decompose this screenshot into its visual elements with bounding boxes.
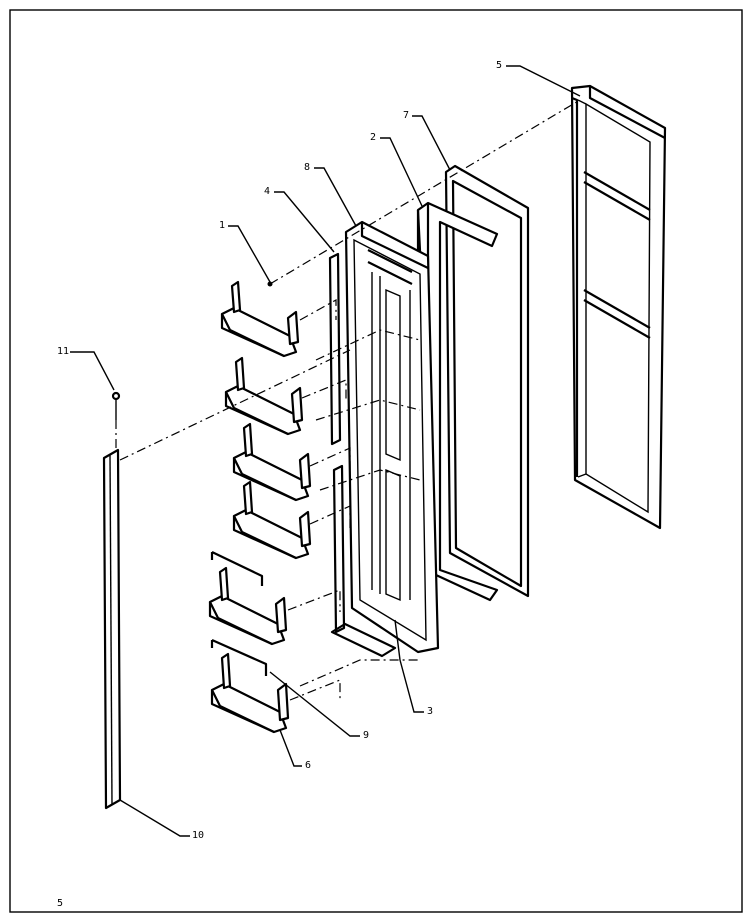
leader-2 xyxy=(380,137,423,207)
callout-6: 6 xyxy=(305,760,312,771)
leader-6 xyxy=(279,729,302,767)
leader-9 xyxy=(269,671,360,737)
callout-11: 11 xyxy=(57,346,70,357)
callout-5: 5 xyxy=(496,60,503,71)
screw-part xyxy=(111,391,121,420)
door-gasket xyxy=(444,164,530,598)
leader-7 xyxy=(412,115,451,171)
callout-3: 3 xyxy=(427,706,434,717)
door-outer-panel xyxy=(570,84,667,530)
door-bin-6 xyxy=(210,638,290,734)
leader-5 xyxy=(506,65,581,97)
leader-10 xyxy=(119,799,190,837)
leader-4 xyxy=(274,191,335,253)
door-bin-2 xyxy=(224,356,304,436)
page-border xyxy=(9,9,743,913)
leader-lines xyxy=(70,65,581,837)
inner-door-panel xyxy=(344,220,440,654)
callout-1: 1 xyxy=(219,220,226,231)
door-bins xyxy=(208,280,312,734)
leader-3 xyxy=(399,659,424,713)
callout-8: 8 xyxy=(304,162,311,173)
page-mark: 5 xyxy=(57,898,64,909)
leader-1 xyxy=(228,225,271,283)
callout-10: 10 xyxy=(192,830,205,841)
door-bin-5 xyxy=(208,551,288,646)
door-bin-3 xyxy=(232,422,312,502)
callout-2: 2 xyxy=(370,132,377,143)
door-bin-4 xyxy=(232,480,312,560)
leader-8 xyxy=(314,167,357,227)
callout-7: 7 xyxy=(403,110,410,121)
bottom-rail xyxy=(330,619,401,661)
leader-11 xyxy=(70,351,115,391)
assembly-lines xyxy=(115,99,581,701)
callout-9: 9 xyxy=(363,730,370,741)
shelf-rail xyxy=(328,252,346,634)
handle-trim-strip xyxy=(102,448,122,810)
door-bin-1 xyxy=(220,280,300,358)
callout-dot-1 xyxy=(267,281,273,287)
callout-4: 4 xyxy=(264,186,271,197)
